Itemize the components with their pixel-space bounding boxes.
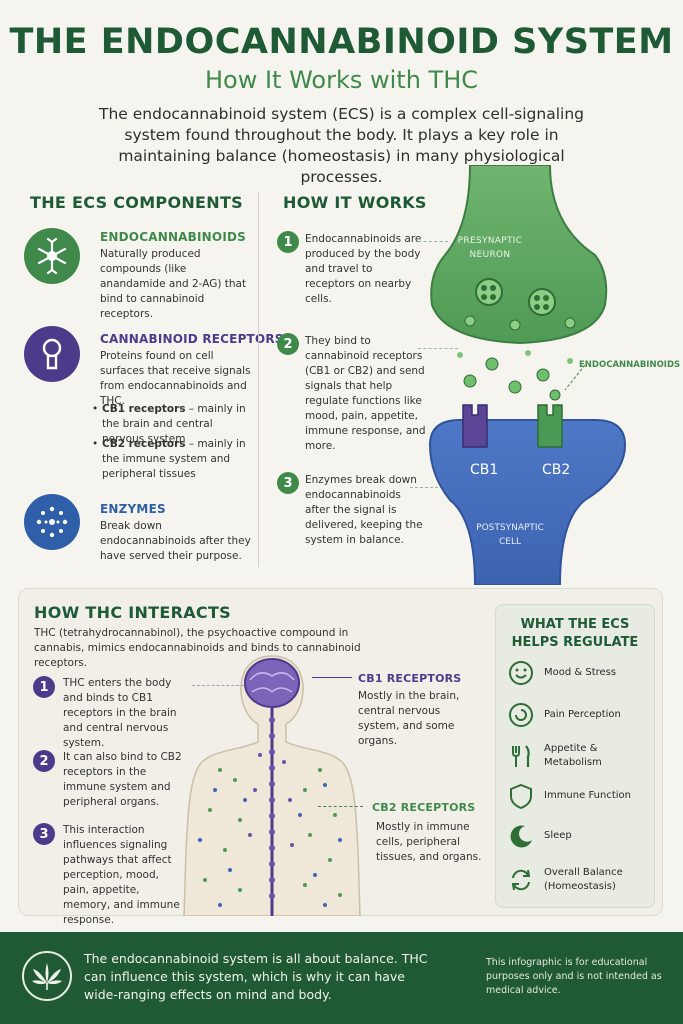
step-1-number: 1 <box>277 231 299 253</box>
step-3-number: 3 <box>277 472 299 494</box>
section-divider <box>258 192 259 567</box>
regulate-item-balance: Overall Balance (Homeostasis) <box>508 866 653 894</box>
regulate-item-sleep: Sleep <box>508 823 653 849</box>
regulate-item-pain: Pain Perception <box>508 702 653 728</box>
cb1-bullet: •CB1 receptors – mainly in the brain and… <box>92 403 246 445</box>
step-1-connector <box>418 241 448 242</box>
endocannabinoids-body: Naturally produced compounds (like anand… <box>100 248 247 320</box>
cycle-arrows-icon <box>511 869 531 891</box>
page-title: THE ENDOCANNABINOID SYSTEM <box>9 22 674 62</box>
receptors-body: Proteins found on cell surfaces that rec… <box>100 350 251 407</box>
regulate-label-sleep: Sleep <box>544 830 572 841</box>
intro-text: The endocannabinoid system (ECS) is a co… <box>99 105 584 186</box>
regulate-item-mood: Mood & Stress <box>508 660 653 686</box>
endocannabinoids-title: ENDOCANNABINOIDS <box>100 230 246 244</box>
step-2-text: They bind to cannabinoid receptors (CB1 … <box>305 335 426 452</box>
receptors-title: CANNABINOID RECEPTORS <box>100 332 284 346</box>
enzymes-title: ENZYMES <box>100 502 166 516</box>
thc-step-3-number: 3 <box>33 823 55 845</box>
cb2-connector <box>318 806 363 807</box>
cb1-receptors-text: Mostly in the brain, central nervous sys… <box>358 690 460 747</box>
regulate-item-appetite: Appetite & Metabolism <box>508 742 653 770</box>
step-2-number: 2 <box>277 333 299 355</box>
synapse-diagram <box>428 165 627 585</box>
shield-icon <box>510 783 532 809</box>
regulates-heading: WHAT THE ECS HELPS REGULATE <box>511 617 639 650</box>
regulate-item-immune: Immune Function <box>508 783 653 809</box>
cb2-receptors-title: CB2 RECEPTORS <box>372 801 476 814</box>
smiley-icon <box>509 661 533 685</box>
neuron-icon <box>24 228 80 284</box>
footer-disclaimer: This infographic is for educational purp… <box>486 957 662 996</box>
how-it-works-heading: HOW IT WORKS <box>283 193 427 212</box>
thc-step-2-text: It can also bind to CB2 receptors in the… <box>63 751 182 808</box>
regulate-label-balance: Overall Balance (Homeostasis) <box>544 867 623 892</box>
fork-knife-icon <box>512 745 530 767</box>
cb2-bullet: •CB2 receptors – mainly in the immune sy… <box>92 438 246 480</box>
postsynaptic-label: POSTSYNAPTIC CELL <box>476 523 544 547</box>
cb2-bullet-bold: CB2 receptors <box>102 438 186 450</box>
thc-step-1-connector <box>192 685 244 686</box>
moon-icon <box>510 825 532 848</box>
thc-heading: HOW THC INTERACTS <box>34 603 231 622</box>
cb2-bullet-text: – mainly in the immune system and periph… <box>102 438 246 480</box>
step-2-connector <box>418 348 458 349</box>
regulate-label-mood: Mood & Stress <box>544 667 617 678</box>
regulates-panel <box>495 604 655 908</box>
thc-step-2-number: 2 <box>33 750 55 772</box>
regulate-label-appetite: Appetite & Metabolism <box>544 743 602 768</box>
footer <box>0 932 683 1024</box>
enzyme-icon <box>24 494 80 550</box>
receptor-icon <box>24 326 80 382</box>
presynaptic-label: PRESYNAPTIC NEURON <box>457 236 523 260</box>
step-1-text: Endocannabinoids are produced by the bod… <box>305 233 422 305</box>
cb1-connector <box>312 677 352 678</box>
thc-step-1-text: THC enters the body and binds to CB1 rec… <box>63 677 177 749</box>
human-body-figure <box>183 655 361 916</box>
thc-step-3-text: This interaction influences signaling pa… <box>63 824 180 926</box>
regulate-label-immune: Immune Function <box>544 790 631 801</box>
components-heading: THE ECS COMPONENTS <box>30 193 244 212</box>
enzymes-body: Break down endocannabinoids after they h… <box>100 520 251 562</box>
thc-step-1-number: 1 <box>33 676 55 698</box>
step-3-text: Enzymes break down endocannabinoids afte… <box>305 474 423 546</box>
cannabis-leaf-icon <box>22 951 72 1001</box>
thc-intro: THC (tetrahydrocannabinol), the psychoac… <box>34 627 361 669</box>
endocannabinoids-label: ENDOCANNABINOIDS <box>579 360 681 370</box>
cb1-label: CB1 <box>470 462 499 478</box>
cb1-receptors-title: CB1 RECEPTORS <box>358 672 462 685</box>
page-subtitle: How It Works with THC <box>204 66 479 94</box>
cb1-bullet-bold: CB1 receptors <box>102 403 186 415</box>
pain-swirl-icon <box>509 703 533 727</box>
cb2-label: CB2 <box>542 462 571 478</box>
step-3-connector <box>410 487 438 488</box>
cb2-receptors-text: Mostly in immune cells, peripheral tissu… <box>376 821 482 863</box>
cb1-bullet-text: – mainly in the brain and central nervou… <box>102 403 246 445</box>
footer-text: The endocannabinoid system is all about … <box>84 951 428 1002</box>
regulate-label-pain: Pain Perception <box>544 709 621 720</box>
